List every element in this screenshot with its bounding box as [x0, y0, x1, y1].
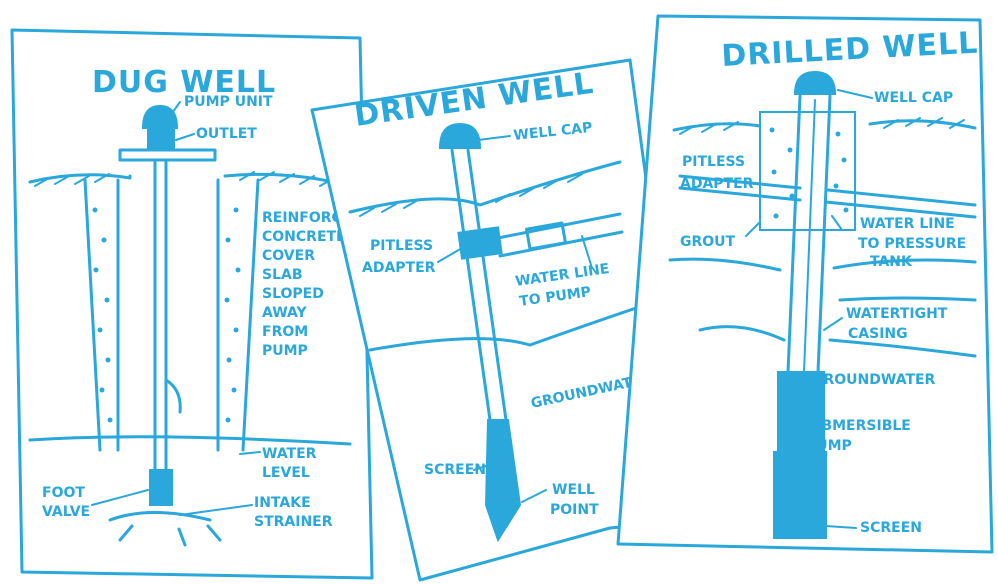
dug-label-concrete: CONCRETE [262, 229, 346, 245]
drilled-label-groundwater: GROUNDWATER [812, 372, 936, 388]
dug-label-valve: VALVE [42, 504, 90, 520]
driven-label-adapter: ADAPTER [362, 260, 436, 276]
dug-label-pump: PUMP [262, 343, 308, 359]
dug-label-water: WATER [262, 446, 317, 462]
dug-label-cover: COVER [262, 248, 315, 264]
drilled-label-well-cap: WELL CAP [874, 90, 953, 106]
dug-label-sloped: SLOPED [262, 286, 324, 302]
dug-pump-body [148, 128, 174, 150]
dug-label-from: FROM [262, 324, 308, 340]
driven-well-cap [440, 124, 480, 148]
driven-label-point: POINT [550, 502, 599, 518]
drilled-label-submersible: SUBMERSIBLE [800, 418, 911, 434]
dug-label-slab: SLAB [262, 267, 303, 283]
drilled-screen [774, 452, 826, 538]
drilled-well-cap [795, 72, 835, 94]
drilled-label-screen: SCREEN [860, 520, 922, 536]
dug-pump-unit [143, 106, 177, 128]
driven-pitless-adapter [458, 227, 501, 258]
dug-label-level: LEVEL [262, 465, 310, 481]
dug-label-foot: FOOT [42, 485, 85, 501]
driven-label-pitless: PITLESS [370, 238, 433, 254]
drilled-label-tank: TANK [870, 254, 913, 270]
drilled-label-pump: PUMP [806, 438, 852, 454]
dug-label-strainer: STRAINER [254, 514, 333, 530]
dug-label-outlet: OUTLET [196, 126, 257, 142]
drilled-label-watertight: WATERTIGHT [846, 306, 948, 322]
drilled-label-casing: CASING [848, 326, 908, 342]
driven-label-well: WELL [552, 482, 595, 498]
dug-label-pump-unit: PUMP UNIT [184, 94, 273, 110]
dug-foot-valve [150, 470, 172, 505]
drilled-label-adapter: ADAPTER [680, 176, 754, 192]
drilled-label-grout: GROUT [680, 234, 736, 250]
drilled-label-pitless: PITLESS [682, 154, 745, 170]
drilled-label-water-line: WATER LINE [860, 216, 955, 232]
dug-label-intake: INTAKE [254, 495, 311, 511]
dug-label-away: AWAY [262, 305, 308, 321]
drilled-label-to-pressure: TO PRESSURE [858, 236, 966, 252]
drilled-well-panel: DRILLED WELL WELL CAP PITLESS ADAPTER GR… [618, 16, 992, 552]
